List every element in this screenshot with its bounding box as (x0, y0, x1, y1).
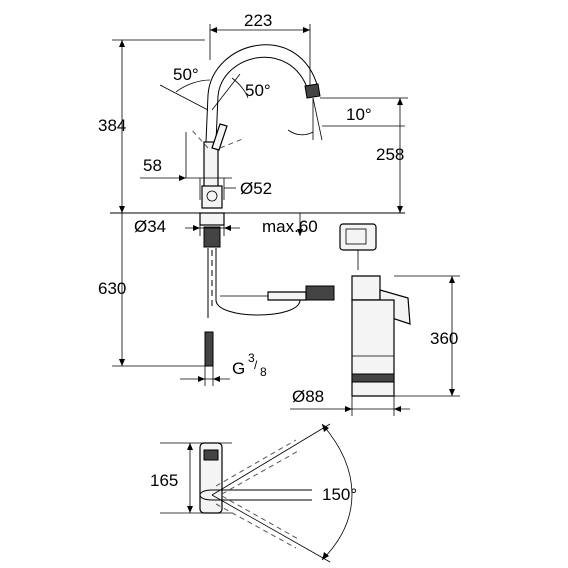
outlet-height-label: 258 (376, 145, 404, 164)
spout-outer (205, 44, 319, 143)
top-view-depth-dimension (187, 443, 193, 513)
connection-thread-label: G (232, 359, 245, 378)
faucet-lever (211, 123, 228, 151)
filter-connector-pipe (267, 291, 307, 301)
lever-clearance-dimension (140, 132, 232, 181)
filter-height-label: 360 (430, 329, 458, 348)
filter-valve (305, 285, 335, 301)
hose-length-dimension (112, 213, 205, 367)
spout-inner (215, 56, 309, 143)
top-view-spout-ghost-down (215, 503, 297, 549)
spout-swivel-left-label: 50° (173, 65, 199, 84)
faucet-top-view (160, 423, 353, 563)
base-detail (206, 190, 218, 202)
lever-clearance-label: 58 (143, 156, 162, 175)
max-deck-thickness-label: max.60 (262, 217, 318, 236)
spout-swivel-right-label: 50° (245, 81, 271, 100)
top-view-lever (203, 449, 219, 461)
lever-swing-ghost-left (189, 127, 209, 149)
faucet-side-view (189, 44, 321, 367)
outlet-angle-label: 10° (346, 105, 372, 124)
outlet-hose (215, 248, 301, 316)
supply-connector (204, 331, 214, 367)
mounting-nut (203, 226, 221, 248)
outlet-angle-marker (287, 97, 405, 141)
height-dimension (112, 39, 205, 213)
filter-indicator-box (339, 223, 377, 251)
mounting-plate (199, 212, 225, 226)
top-view-spout-ghost-up (215, 439, 297, 487)
faucet-base (201, 185, 223, 209)
total-height-label: 384 (98, 116, 126, 135)
thread-fraction-numerator: 3 (248, 351, 255, 365)
filter-diameter-label: Ø88 (292, 387, 324, 406)
thread-fraction-denominator: 8 (260, 365, 267, 379)
rotation-angle-label: 150° (322, 485, 357, 504)
top-view-spout-ghost-up-inner (221, 449, 301, 495)
top-view-spout-ghost-down-inner (221, 495, 301, 541)
filter-unit (267, 223, 411, 397)
lever-swing-ghost-right (219, 137, 246, 149)
top-view-depth-label: 165 (150, 471, 178, 490)
filter-height-dimension (394, 275, 460, 397)
outlet-height-dimension (320, 97, 408, 213)
deck-dimensions (185, 213, 303, 236)
spout-head (304, 83, 321, 99)
hole-diameter-label: Ø34 (134, 217, 166, 236)
top-view-spout (199, 489, 312, 501)
thread-fraction-slash: / (254, 358, 258, 372)
filter-cartridge-band (351, 373, 395, 383)
body-diameter-dimension (199, 178, 236, 200)
body-diameter-label: Ø52 (240, 179, 272, 198)
hose-length-label: 630 (98, 279, 126, 298)
thread-dimension (180, 360, 230, 386)
filter-head (351, 275, 381, 301)
rotation-arc (321, 423, 353, 561)
filter-diameter-dimension (290, 396, 410, 416)
reach-dimension (209, 24, 311, 86)
filter-indicator-screen (345, 228, 367, 245)
spout-angle-markers (159, 73, 249, 111)
spout-reach-label: 223 (244, 11, 272, 30)
